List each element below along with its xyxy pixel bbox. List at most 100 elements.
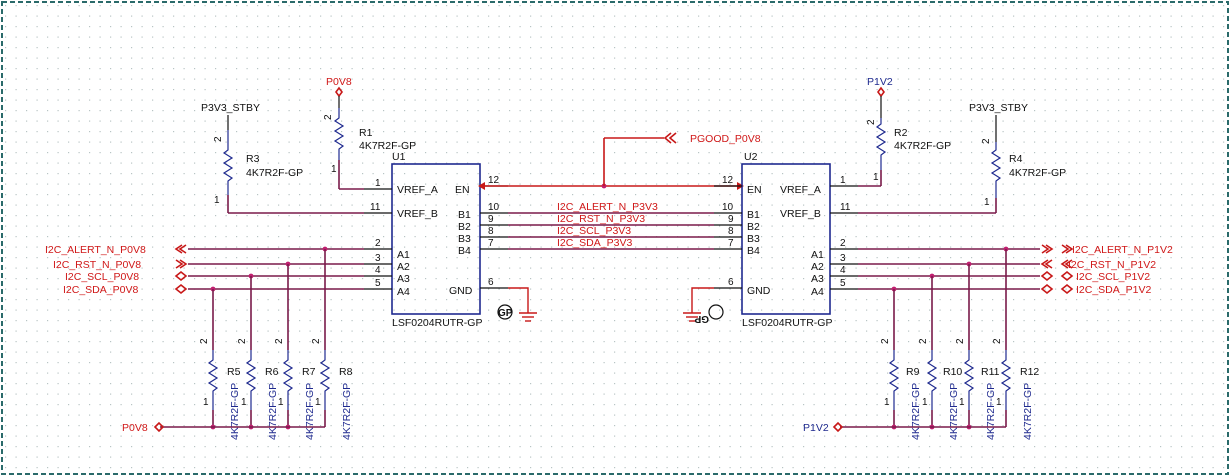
power-port-p3v3-right[interactable]: P3V3_STBY: [969, 102, 1028, 142]
power-port-p3v3-left[interactable]: P3V3_STBY: [201, 102, 260, 130]
svg-text:1: 1: [959, 397, 965, 408]
pullups-left: 2 1 R5 4K7R2F-GP 2 1 R6 4K7R2F-GP 2 1 R7…: [122, 249, 353, 440]
svg-text:1: 1: [884, 397, 890, 408]
net-label-left-scl: I2C_SCL_P0V8: [65, 271, 139, 283]
power-label: P3V3_STBY: [969, 102, 1028, 114]
svg-text:4K7R2F-GP: 4K7R2F-GP: [948, 383, 960, 440]
resistor-r1[interactable]: 2 R1 4K7R2F-GP 1: [323, 108, 416, 190]
net-label-right-rst: I2C_RST_N_P1V2: [1068, 259, 1156, 271]
svg-text:11: 11: [840, 202, 851, 213]
svg-text:A3: A3: [811, 273, 824, 285]
svg-text:1: 1: [241, 397, 247, 408]
net-label-left-alert: I2C_ALERT_N_P0V8: [45, 244, 146, 256]
power-port-p0v8[interactable]: P0V8: [326, 76, 352, 108]
svg-text:2: 2: [199, 338, 210, 344]
svg-text:R11: R11: [981, 366, 1000, 378]
ic-u2[interactable]: U2 LSF0204RUTR-GP 12 10 9 8 7 6 EN B1 B2…: [714, 151, 858, 329]
svg-text:GND: GND: [747, 285, 771, 297]
svg-text:A3: A3: [397, 273, 410, 285]
svg-text:1: 1: [375, 178, 381, 189]
svg-text:6: 6: [728, 277, 734, 288]
svg-text:1: 1: [315, 397, 321, 408]
resistor-r5[interactable]: 2 1 R5 4K7R2F-GP: [199, 289, 241, 440]
resistor-r2[interactable]: 2 R2 4K7R2F-GP 1: [858, 118, 951, 187]
svg-text:6: 6: [488, 277, 494, 288]
svg-text:B1: B1: [747, 209, 760, 221]
net-label-pgood: PGOOD_P0V8: [690, 133, 761, 145]
svg-text:1: 1: [840, 175, 846, 186]
resistor-r10[interactable]: 2 1 R10 4K7R2F-GP: [918, 276, 962, 440]
svg-text:B2: B2: [747, 221, 760, 233]
u1-ref: U1: [392, 151, 406, 163]
r3-ref: R3: [246, 153, 260, 165]
svg-text:R6: R6: [265, 366, 279, 378]
svg-text:B3: B3: [458, 233, 471, 245]
svg-text:B4: B4: [747, 245, 760, 257]
svg-text:A4: A4: [811, 286, 824, 298]
svg-text:4K7R2F-GP: 4K7R2F-GP: [341, 383, 353, 440]
svg-text:1: 1: [984, 197, 990, 208]
svg-text:2: 2: [323, 114, 334, 120]
svg-text:A2: A2: [811, 261, 824, 273]
svg-text:VREF_B: VREF_B: [397, 208, 438, 220]
ground-symbol-u1: GP: [497, 287, 537, 322]
ic-u1[interactable]: U1 LSF0204RUTR-GP 1 11 2 3 4 5 VREF_A VR…: [364, 151, 508, 329]
svg-text:R7: R7: [302, 366, 316, 378]
resistor-r3[interactable]: 2 R3 4K7R2F-GP 1: [213, 130, 364, 214]
svg-text:2: 2: [840, 238, 846, 249]
r4-value: 4K7R2F-GP: [1009, 167, 1066, 179]
net-label-left-rst: I2C_RST_N_P0V8: [53, 259, 141, 271]
svg-text:4: 4: [375, 265, 381, 276]
resistor-r8[interactable]: 2 1 R8 4K7R2F-GP: [311, 249, 353, 440]
svg-text:2: 2: [311, 338, 322, 344]
net-label-right-sda: I2C_SDA_P1V2: [1076, 284, 1151, 296]
resistor-r4[interactable]: 2 R4 4K7R2F-GP 1: [858, 138, 1066, 214]
net-label-mid-alert: I2C_ALERT_N_P3V3: [557, 201, 658, 213]
svg-text:VREF_A: VREF_A: [397, 184, 438, 196]
left-nets: I2C_ALERT_N_P0V8 I2C_RST_N_P0V8 I2C_SCL_…: [45, 244, 364, 296]
svg-text:2: 2: [880, 338, 891, 344]
middle-nets: PGOOD_P0V8 I2C_ALERT_N_P3V3 I2C_RST_N_P3…: [478, 132, 761, 250]
resistor-r7[interactable]: 2 1 R7 4K7R2F-GP: [274, 264, 316, 440]
svg-text:1: 1: [331, 164, 337, 175]
svg-text:2: 2: [981, 138, 992, 144]
u2-body: [741, 163, 831, 315]
svg-text:2: 2: [237, 338, 248, 344]
pullups-right: 2 1 R9 4K7R2F-GP 2 1 R10 4K7R2F-GP 2 1 R…: [803, 249, 1039, 440]
svg-text:VREF_A: VREF_A: [780, 184, 821, 196]
svg-text:1: 1: [203, 397, 209, 408]
r2-ref: R2: [894, 127, 908, 139]
svg-text:GND: GND: [449, 285, 473, 297]
gnd-badge: GP: [498, 308, 513, 319]
svg-text:4: 4: [840, 265, 846, 276]
svg-text:7: 7: [488, 238, 494, 249]
svg-text:B2: B2: [458, 221, 471, 233]
net-label-right-scl: I2C_SCL_P1V2: [1076, 271, 1150, 283]
gnd-badge: GP: [694, 313, 709, 324]
ground-symbol-u2: GP: [683, 287, 724, 324]
svg-text:8: 8: [488, 226, 494, 237]
svg-text:2: 2: [375, 238, 381, 249]
svg-text:7: 7: [728, 238, 734, 249]
resistor-r9[interactable]: 2 1 R9 4K7R2F-GP: [880, 289, 922, 440]
svg-text:1: 1: [873, 172, 879, 183]
svg-text:4K7R2F-GP: 4K7R2F-GP: [229, 383, 241, 440]
svg-text:1: 1: [214, 195, 220, 206]
svg-text:R8: R8: [339, 366, 353, 378]
power-port-p1v2[interactable]: P1V2: [867, 76, 893, 118]
svg-text:4K7R2F-GP: 4K7R2F-GP: [304, 383, 316, 440]
svg-text:5: 5: [840, 278, 846, 289]
r4-ref: R4: [1009, 153, 1023, 165]
svg-text:8: 8: [728, 226, 734, 237]
resistor-r6[interactable]: 2 1 R6 4K7R2F-GP: [237, 276, 279, 440]
r1-ref: R1: [359, 127, 373, 139]
resistor-r12[interactable]: 2 1 R12 4K7R2F-GP: [992, 249, 1039, 440]
svg-text:R10: R10: [943, 366, 962, 378]
resistor-r11[interactable]: 2 1 R11 4K7R2F-GP: [955, 264, 1000, 440]
svg-text:EN: EN: [747, 184, 762, 196]
net-label-mid-sda: I2C_SDA_P3V3: [557, 237, 632, 249]
svg-text:3: 3: [375, 253, 381, 264]
net-label-right-alert: I2C_ALERT_N_P1V2: [1072, 244, 1173, 256]
power-label-p1v2-bottom: P1V2: [803, 422, 829, 434]
